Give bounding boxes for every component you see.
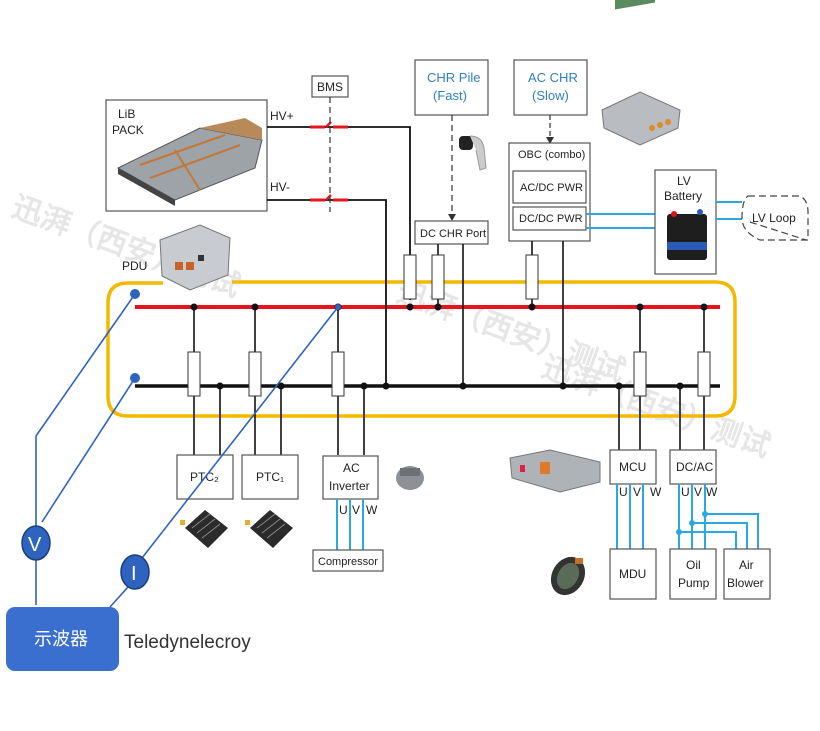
battery-pack-image — [116, 118, 263, 206]
charge-plug-icon — [459, 135, 487, 171]
current-probe: I — [120, 554, 150, 590]
phase-u: U — [619, 485, 628, 499]
pdu-label: PDU — [122, 259, 147, 273]
oil-pump-line1: Oil — [686, 558, 701, 572]
ac-inverter-line2: Inverter — [329, 479, 370, 493]
compressor-image — [396, 466, 424, 490]
air-blower-line2: Blower — [727, 576, 764, 590]
current-probe-label: I — [131, 563, 137, 585]
voltage-probe: V — [21, 525, 51, 561]
bms-block: BMS — [311, 75, 349, 212]
ptc-heater-icon — [245, 510, 293, 548]
oscilloscope-brand: Teledynelecroy — [124, 632, 251, 653]
fuses-upper — [403, 254, 539, 300]
phase-w: W — [650, 485, 662, 499]
ac-charger-line1: AC CHR — [528, 70, 578, 85]
pdu-outline — [106, 280, 737, 418]
probe-point-hv-plus — [130, 289, 140, 299]
dc-charge-port-label: DC CHR Port — [420, 228, 486, 240]
lv-loop-label: LV Loop — [752, 211, 796, 225]
air-blower-line1: Air — [739, 558, 754, 572]
ptc-heater-icon — [180, 510, 228, 548]
dc-charge-pile: CHR Pile (Fast) — [414, 59, 489, 221]
mdu-label: MDU — [619, 567, 646, 581]
motor-image — [550, 556, 586, 596]
lv-battery-line1: LV — [677, 174, 691, 188]
mcu-block: MCU U V W — [609, 449, 662, 549]
bms-label: BMS — [317, 80, 343, 94]
obc-image — [601, 0, 681, 146]
mdu-block: MDU — [609, 548, 657, 600]
dc-charge-port: DC CHR Port — [414, 220, 489, 386]
hv-minus-wire — [267, 199, 387, 386]
mcu-image — [509, 449, 601, 493]
current-probe-point — [335, 304, 341, 310]
ac-charger: AC CHR (Slow) — [513, 59, 588, 144]
compressor-block: Compressor — [312, 549, 384, 572]
oil-pump-line2: Pump — [678, 576, 710, 590]
battery-pack: LiB PACK HV+ HV- — [105, 99, 294, 212]
dcac-label: DC/AC — [676, 460, 714, 474]
air-blower-block: Air Blower — [723, 548, 771, 600]
load-branches — [187, 307, 711, 455]
lv-loop: LV Loop — [741, 195, 809, 241]
lv-battery-icon — [667, 209, 707, 260]
phase-v: V — [352, 503, 360, 517]
phase-u: U — [681, 485, 690, 499]
obc-acdc-label: AC/DC PWR — [520, 182, 583, 194]
phase-v: V — [694, 485, 702, 499]
compressor-label: Compressor — [318, 556, 378, 568]
battery-title-line2: PACK — [112, 123, 144, 137]
voltage-probe-label: V — [28, 534, 42, 556]
ac-inverter-block: AC Inverter U V W — [322, 455, 379, 550]
obc-block: OBC (combo) AC/DC PWR DC/DC PWR — [508, 142, 591, 386]
dc-charger-line2: (Fast) — [433, 88, 467, 103]
oscilloscope-block: 示波器 — [6, 607, 119, 671]
hv-minus-contactor — [310, 194, 348, 202]
ac-charger-line2: (Slow) — [532, 88, 569, 103]
obc-dcdc-label: DC/DC PWR — [519, 213, 583, 225]
dc-charger-line1: CHR Pile — [427, 70, 480, 85]
lv-battery: LV Battery — [654, 169, 717, 275]
ptc1-block: PTC₁ — [241, 454, 299, 500]
oscilloscope-label: 示波器 — [34, 629, 88, 650]
pdu-image — [159, 224, 231, 291]
watermark: 迅湃（西安）测试 — [537, 350, 774, 465]
lv-battery-line2: Battery — [664, 189, 702, 203]
hv-minus-label: HV- — [270, 180, 290, 194]
obc-title: OBC (combo) — [518, 149, 585, 161]
phase-w: W — [706, 485, 718, 499]
battery-title-line1: LiB — [118, 107, 135, 121]
phase-u: U — [339, 503, 348, 517]
ptc1-label: PTC₁ — [256, 470, 284, 484]
probe-wires — [35, 293, 339, 608]
probe-point-hv-minus — [130, 373, 140, 383]
hv-plus-label: HV+ — [270, 109, 294, 123]
oil-pump-block: Oil Pump — [669, 548, 717, 600]
mcu-label: MCU — [619, 460, 646, 474]
phase-v: V — [633, 485, 641, 499]
dcac-block: DC/AC U V W — [669, 449, 759, 549]
hv-plus-wire — [267, 126, 411, 300]
phase-w: W — [366, 503, 378, 517]
ac-inverter-line1: AC — [343, 461, 360, 475]
